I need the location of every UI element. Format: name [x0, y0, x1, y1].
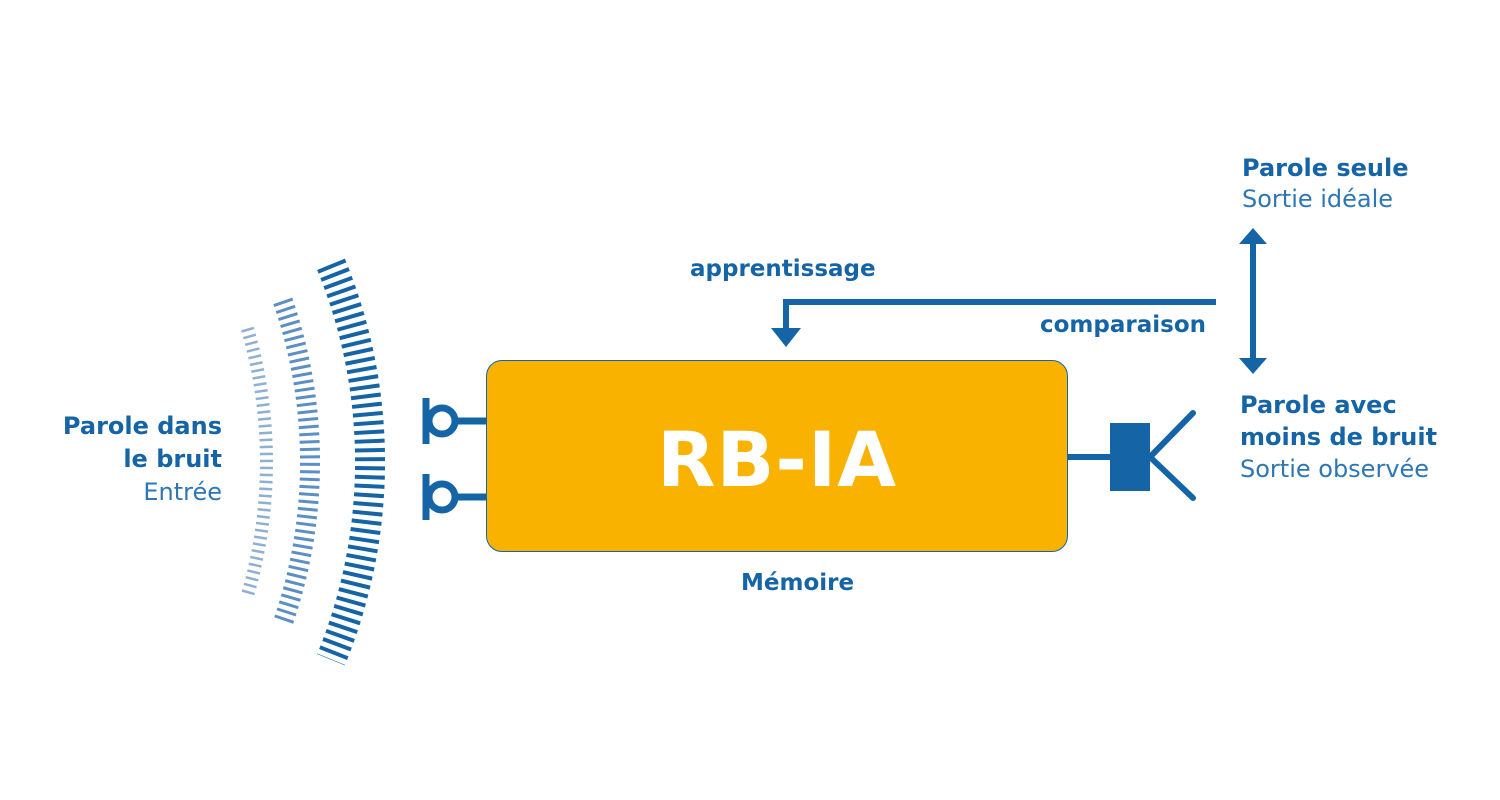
arrow-down-icon: [771, 299, 1216, 347]
observed-output-label: Parole avec moins de bruit Sortie observ…: [1240, 389, 1437, 485]
sound-wave-arc-3: [317, 258, 386, 666]
observed-output-title-line1: Parole avec: [1240, 391, 1397, 419]
sound-wave-icon: [241, 258, 386, 666]
sound-wave-arc-2: [273, 297, 321, 627]
input-title-line2: le bruit: [123, 445, 222, 473]
ideal-output-title: Parole seule: [1242, 154, 1409, 182]
comparison-label: comparaison: [1040, 312, 1206, 338]
input-title-line1: Parole dans: [62, 412, 222, 440]
sound-wave-arc-1: [241, 326, 273, 598]
device-title: RB-IA: [656, 414, 898, 504]
input-subtitle: Entrée: [143, 478, 222, 506]
observed-output-title-line2: moins de bruit: [1240, 423, 1438, 451]
ideal-output-subtitle: Sortie idéale: [1242, 185, 1394, 213]
learning-label: apprentissage: [690, 256, 876, 282]
device-box: RB-IA: [486, 360, 1068, 552]
ideal-output-label: Parole seule Sortie idéale: [1242, 153, 1408, 215]
microphone-icon: [422, 398, 487, 520]
speaker-icon: [1068, 410, 1196, 501]
double-arrow-icon: [1239, 228, 1267, 374]
observed-output-subtitle: Sortie observée: [1240, 455, 1430, 483]
memory-label: Mémoire: [741, 570, 855, 596]
input-label: Parole dans le bruit Entrée: [30, 410, 222, 509]
